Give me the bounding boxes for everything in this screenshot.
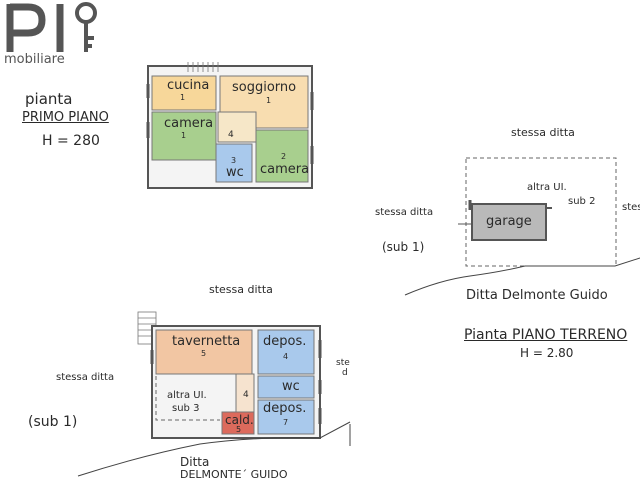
num-depos-4: 4 [283,352,289,361]
gl-d-right: d [342,368,348,378]
ground-floor-right-plan [404,157,640,296]
label-cald: cald. [225,413,254,427]
label-wc-ground: wc [282,379,300,394]
gl-sub1: (sub 1) [28,414,78,430]
label-cucina: cucina [167,78,210,93]
gl-altra-ui: altra UI. [167,390,207,401]
logo-word: mobiliare [4,52,65,67]
label-wc: wc [226,165,244,180]
room-wc-ground [257,375,315,399]
first-floor-title-2: PRIMO PIANO [22,110,109,125]
label-depos-7: depos. [263,401,307,416]
label-soggiorno: soggiorno [232,80,297,95]
first-floor-title-1: pianta [25,90,73,108]
gr-sub2: sub 2 [568,196,596,207]
label-camera-1: camera [164,116,214,131]
num-cald: 5 [236,425,242,434]
room-wc [215,143,253,183]
room-depos-4 [257,329,315,375]
gl-stessa-ditta-left: stessa ditta [56,372,115,383]
room-camera-1 [151,111,217,161]
gl-ditta-1: Ditta [180,455,210,469]
garage-room [471,203,547,241]
gr-garage: garage [486,214,532,229]
first-floor-plan [146,62,314,189]
num-wc: 3 [231,156,237,165]
room-cucina [151,75,217,111]
room-camera-2 [255,129,309,183]
first-floor-height: H = 280 [42,133,100,149]
gl-ditta-2: DELMONTE´ GUIDO [180,468,288,481]
logo-mark-icon [6,2,97,52]
gl-stessa-ditta-top: stessa ditta [209,283,273,296]
num-tavernetta: 5 [201,349,207,358]
gl-sub3: sub 3 [172,403,200,414]
room-tavernetta [155,329,253,375]
gr-stes-right: stes [622,202,640,213]
label-camera-2: camera [260,162,310,177]
gr-title: Pianta PIANO TERRENO [464,327,627,343]
room-corridoio [217,111,257,143]
num-disimpegno: 4 [243,390,249,400]
gr-altra-ui: altra UI. [527,182,567,193]
gl-ste-right: ste [336,358,350,368]
num-corridoio: 4 [228,130,234,140]
gr-stessa-ditta-top: stessa ditta [511,126,575,139]
room-cald [221,411,255,435]
num-cucina: 1 [180,93,186,102]
room-depos-7 [257,399,315,435]
label-depos-4: depos. [263,334,307,349]
gr-sub1: (sub 1) [382,240,425,254]
gr-title-main: PIANO TERRENO [512,327,628,343]
gr-height: H = 2.80 [520,346,574,360]
num-soggiorno: 1 [266,96,272,105]
num-camera-1: 1 [181,131,187,140]
num-camera-2: 2 [281,152,287,161]
ground-floor-left-plan [77,311,351,477]
label-tavernetta: tavernetta [172,334,241,349]
gr-title-prefix: Pianta [464,327,508,343]
num-depos-7: 7 [283,418,289,427]
logo: mobiliare [4,0,114,72]
gr-stessa-ditta-left: stessa ditta [375,207,434,218]
gr-ditta: Ditta Delmonte Guido [466,288,608,303]
